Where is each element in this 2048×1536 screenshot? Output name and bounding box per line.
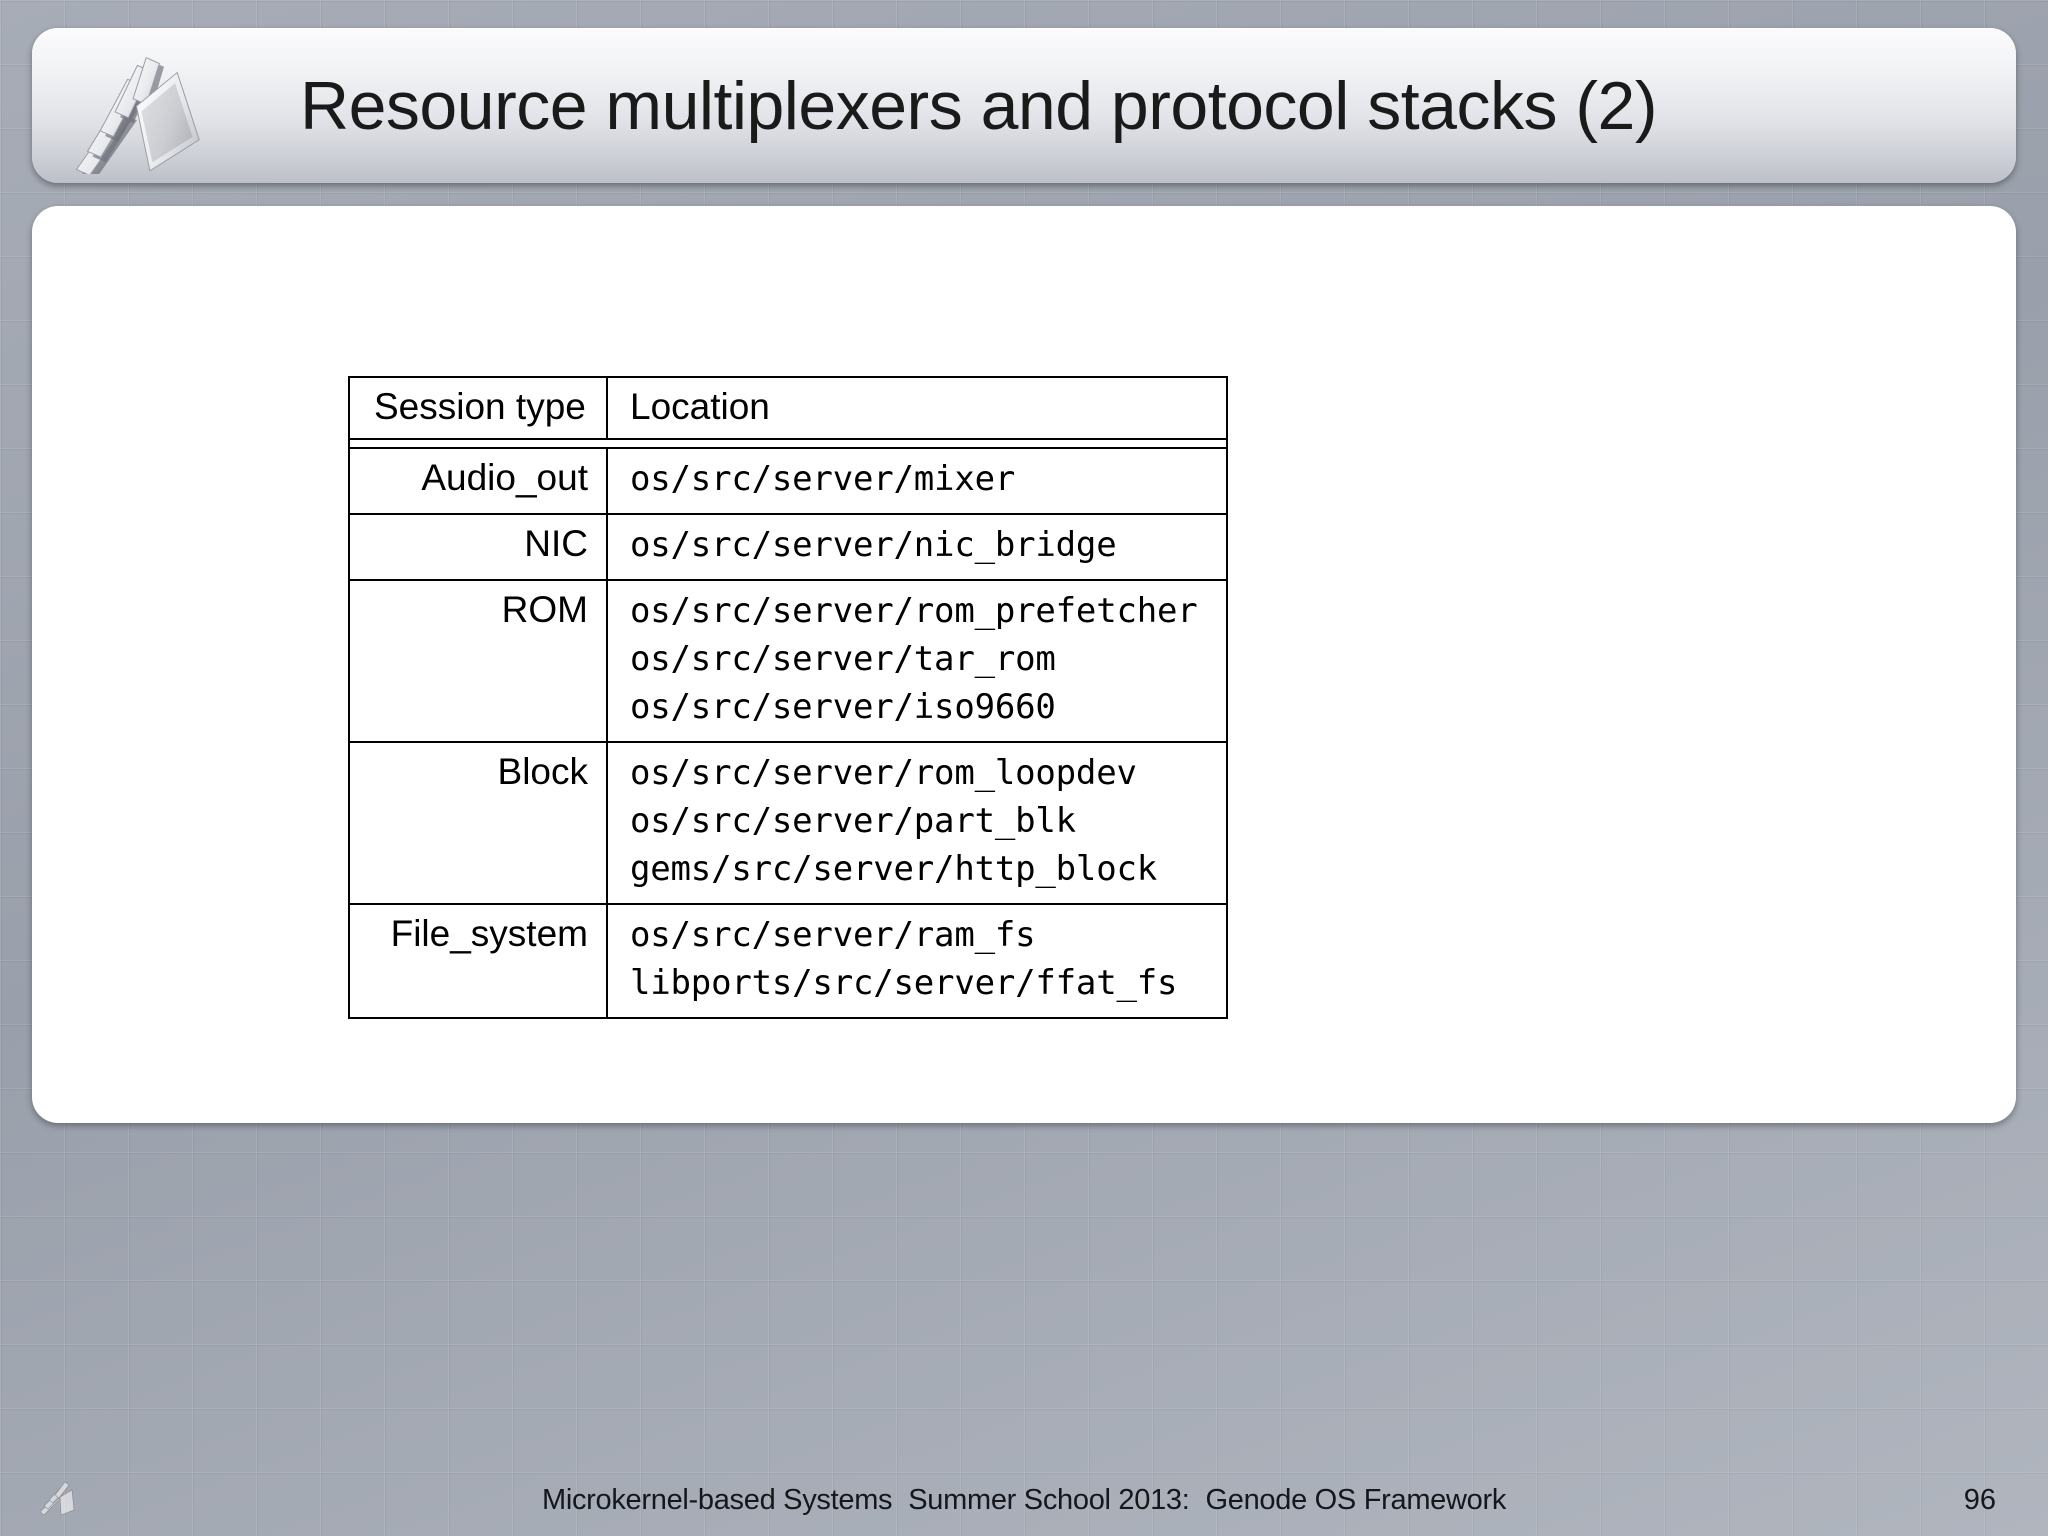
location-path: os/src/server/tar_rom	[630, 639, 1056, 680]
gap-cell-left	[348, 438, 607, 450]
location-path: os/src/server/ram_fs	[630, 914, 1036, 955]
location-path: os/src/server/mixer	[630, 459, 1016, 500]
location-path: os/src/server/part_blk	[630, 801, 1076, 842]
header-cell-location: Location	[606, 375, 1228, 441]
genode-fan-logo-icon	[38, 1480, 78, 1520]
cell-session-type: ROM	[348, 579, 608, 744]
header-label-location: Location	[630, 386, 770, 427]
location-path: os/src/server/nic_bridge	[630, 525, 1117, 566]
footer-event-label: Summer School 2013:	[908, 1483, 1190, 1516]
cell-session-type: Audio_out	[348, 447, 608, 516]
gap-cell-right	[607, 438, 1228, 450]
session-type-label: NIC	[524, 523, 588, 565]
slide-content-panel: Session type Location	[32, 206, 2016, 1123]
location-path: os/src/server/iso9660	[630, 687, 1056, 728]
cell-location: os/src/server/ram_fs libports/src/server…	[606, 902, 1228, 1019]
cell-session-type: Block	[348, 741, 608, 905]
genode-fan-logo-icon	[62, 54, 222, 181]
location-path: os/src/server/rom_prefetcher	[630, 591, 1198, 632]
location-path: libports/src/server/ffat_fs	[630, 962, 1178, 1003]
session-type-label: File_system	[390, 912, 588, 954]
page-title: Resource multiplexers and protocol stack…	[300, 67, 1657, 144]
header-cell-session-type: Session type	[348, 375, 608, 441]
footer-topic-label: Genode OS Framework	[1205, 1483, 1507, 1516]
session-location-table-wrapper: Session type Location	[348, 375, 1228, 1019]
location-path: os/src/server/rom_loopdev	[630, 753, 1137, 794]
session-type-label: ROM	[501, 589, 588, 631]
header-label-session-type: Session type	[374, 386, 586, 427]
slide-title-bar: Resource multiplexers and protocol stack…	[32, 28, 2016, 183]
cell-session-type: File_system	[348, 902, 608, 1019]
cell-location: os/src/server/mixer	[606, 447, 1228, 516]
table-header-row: Session type Location	[348, 375, 1228, 441]
cell-location: os/src/server/nic_bridge	[606, 513, 1228, 582]
footer-course-label: Microkernel-based Systems	[541, 1483, 893, 1516]
page-number: 96	[1963, 1483, 1996, 1516]
cell-location: os/src/server/rom_prefetcher os/src/serv…	[606, 579, 1228, 744]
table-row: ROM os/src/server/rom_prefetcher os/src/…	[348, 579, 1228, 744]
footer-caption: Microkernel-based Systems Summer School 2…	[0, 1484, 2048, 1517]
location-path: gems/src/server/http_block	[630, 848, 1158, 889]
cell-session-type: NIC	[348, 513, 608, 582]
slide-footer: Microkernel-based Systems Summer School 2…	[0, 1464, 2048, 1536]
session-type-label: Audio_out	[421, 457, 588, 499]
cell-location: os/src/server/rom_loopdev os/src/server/…	[606, 741, 1228, 905]
table-header-body-gap	[348, 438, 1228, 450]
session-location-table: Session type Location	[348, 375, 1228, 1019]
table-row: NIC os/src/server/nic_bridge	[348, 513, 1228, 582]
session-type-label: Block	[497, 751, 588, 793]
table-row: Block os/src/server/rom_loopdev os/src/s…	[348, 741, 1228, 905]
table-row: File_system os/src/server/ram_fs libport…	[348, 902, 1228, 1019]
table-row: Audio_out os/src/server/mixer	[348, 447, 1228, 516]
